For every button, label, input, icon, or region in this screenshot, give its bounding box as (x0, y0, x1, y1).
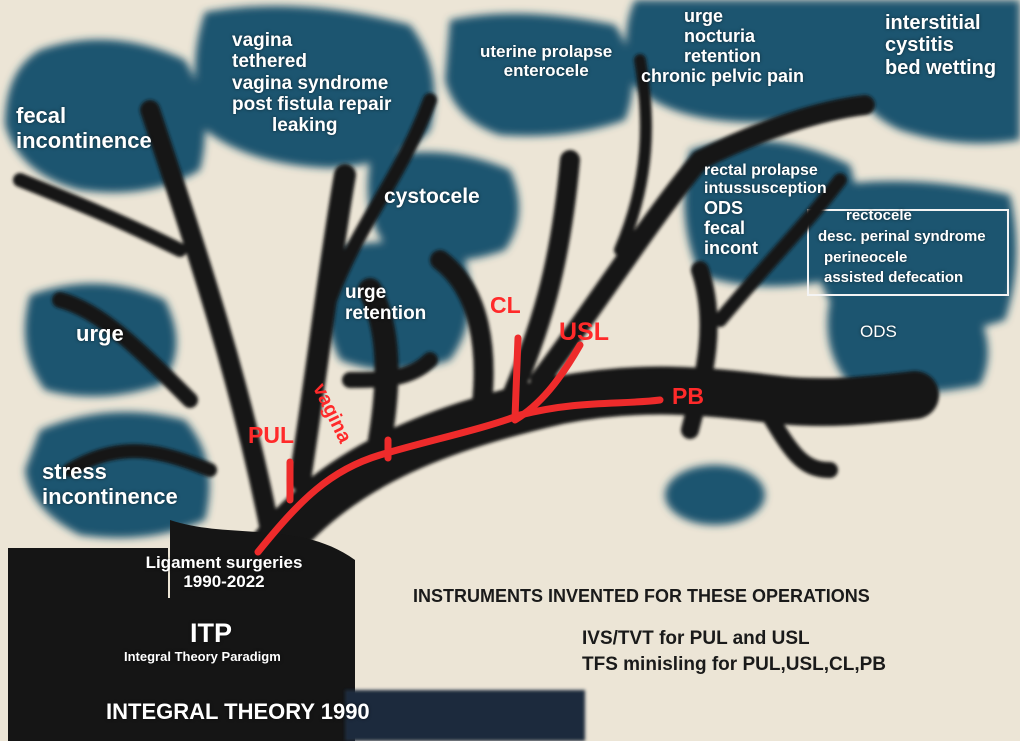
urge-group-line-2: nocturia (684, 26, 756, 47)
interstitial-line-3: bed wetting (885, 56, 997, 79)
tree-trunk-branches (13, 54, 939, 604)
canopy-cystocele (367, 152, 519, 262)
fecal-incontinence-label: fecal incontinence (16, 103, 152, 153)
canopy-interstitial (845, 0, 1020, 144)
vagina-label-line-2: tethered (232, 51, 307, 73)
ligament-lines (254, 334, 664, 556)
itp-subtitle: Integral Theory Paradigm (124, 649, 281, 664)
rectal-prolapse-label: rectal prolapse intussusception ODS feca… (704, 162, 827, 258)
interstitial-cystitis-label: interstitial cystitis bed wetting (885, 12, 996, 79)
canopy-urge-left (25, 283, 177, 397)
urge-left-line-1: urge (76, 321, 124, 346)
rectocele-line-4: assisted defecation (824, 269, 964, 287)
canopy-urge-group (626, 0, 870, 123)
instruments-list: IVS/TVT for PUL and USL TFS minisling fo… (582, 628, 886, 676)
vagina-syndrome-label: vagina tethered vagina syndrome post fis… (232, 30, 391, 136)
vagina-label-line-4: post fistula repair (232, 93, 392, 115)
ligament-pul-label: PUL (248, 422, 294, 448)
vagina-label-line-5: leaking (272, 115, 338, 137)
ods-label: ODS (860, 322, 897, 341)
urge-nocturia-label: urge nocturia retention chronic pelvic p… (641, 6, 804, 87)
ligament-surgeries-label: Ligament surgeries 1990-2022 (124, 553, 324, 591)
surgeries-line-2: 1990-2022 (183, 572, 265, 592)
fecal-label-line-1: fecal (16, 103, 67, 128)
uterine-label-line-1: uterine prolapse (480, 42, 613, 61)
rectal-line-2: intussusception (704, 179, 827, 197)
uterine-prolapse-label: uterine prolapse enterocele (480, 42, 612, 80)
integral-theory-footer: INTEGRAL THEORY 1990 (106, 699, 370, 724)
main-red-branch (254, 396, 664, 556)
instrument-line-1: IVS/TVT for PUL and USL (582, 628, 810, 649)
canopy-stress (25, 412, 210, 538)
ligament-cl-label: CL (490, 292, 521, 318)
urge-group-line-1: urge (684, 6, 724, 26)
urge-retention-label: urge retention (345, 282, 426, 325)
rectocele-line-1: rectocele (846, 207, 912, 224)
urge-group-line-4: chronic pelvic pain (641, 66, 805, 87)
canopy-urge-retention (324, 242, 470, 370)
rectocele-line-2: desc. perinal syndrome (818, 227, 986, 245)
stress-incontinence-label: stress incontinence (42, 459, 178, 509)
tree-base (8, 520, 585, 741)
urge-group-line-3: retention (684, 46, 762, 67)
interstitial-line-2: cystitis (885, 34, 954, 57)
rectal-line-5: incont (704, 238, 758, 259)
stress-line-2: incontinence (42, 483, 178, 509)
ligament-pb-label: PB (672, 383, 704, 409)
rectocele-label: rectocele desc. perinal syndrome perineo… (818, 207, 986, 287)
surgeries-line-1: Ligament surgeries (145, 553, 303, 572)
cystocele-line-1: cystocele (384, 185, 480, 208)
stress-line-1: stress (42, 459, 107, 484)
ligament-usl-label: USL (559, 318, 609, 346)
canopy-lower-right (665, 465, 765, 525)
fecal-label-line-2: incontinence (16, 127, 152, 153)
usl-red-branch (511, 341, 584, 424)
canopy-uterine (445, 13, 633, 137)
rectal-line-3: ODS (704, 197, 744, 218)
instruments-heading: INSTRUMENTS INVENTED FOR THESE OPERATION… (413, 586, 870, 606)
canopy-foliage (5, 0, 1020, 538)
rectocele-outline (807, 209, 1009, 296)
interstitial-line-1: interstitial (885, 12, 981, 34)
canopy-vagina (195, 5, 435, 169)
cl-red-branch (511, 334, 522, 422)
urge-retention-line-1: urge (345, 282, 387, 303)
vagina-label-line-3: vagina syndrome (232, 72, 389, 94)
canopy-ods (827, 290, 988, 393)
itp-title: ITP (190, 618, 233, 648)
rectal-line-4: fecal (704, 217, 746, 238)
uterine-label-line-2: enterocele (503, 61, 589, 81)
ods-line-1: ODS (860, 322, 897, 341)
cystocele-label: cystocele (384, 185, 480, 209)
urge-label: urge (76, 321, 124, 347)
urge-retention-line-2: retention (345, 303, 427, 325)
rectocele-line-3: perineocele (824, 248, 908, 266)
instrument-line-2: TFS minisling for PUL,USL,CL,PB (582, 654, 886, 676)
vagina-label-line-1: vagina (232, 30, 293, 51)
rectal-line-1: rectal prolapse (704, 162, 818, 179)
